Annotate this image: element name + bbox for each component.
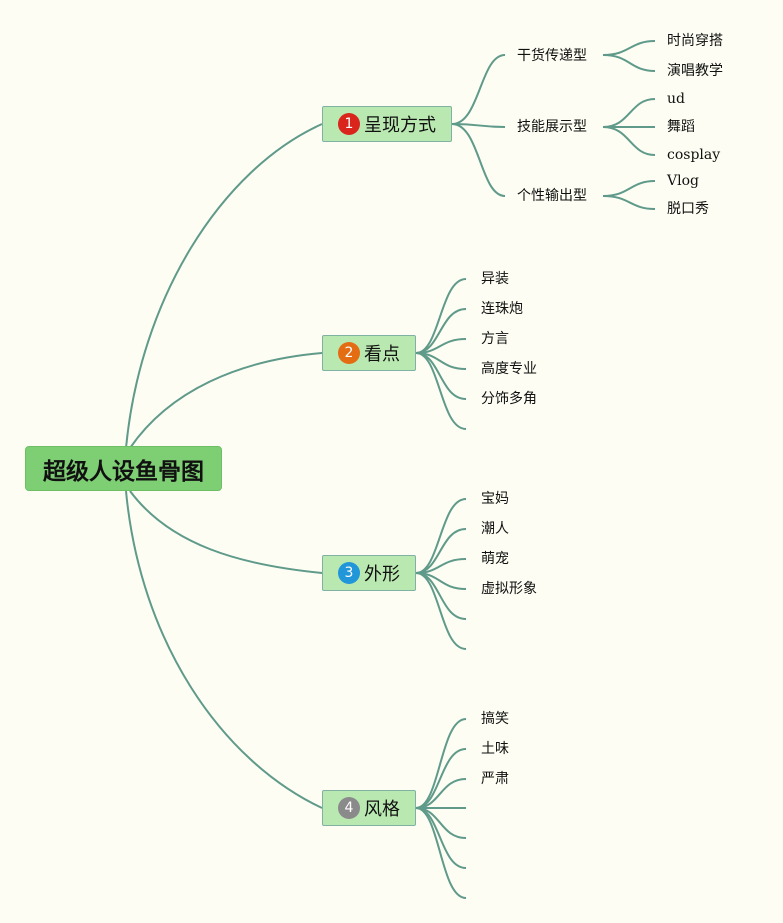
branch-3-leaf-1-line bbox=[415, 498, 467, 574]
leaf-rustic[interactable]: 土味 bbox=[481, 741, 509, 757]
leaf-singing[interactable]: 演唱教学 bbox=[667, 63, 723, 79]
leaf-dance[interactable]: 舞蹈 bbox=[667, 119, 695, 135]
sub-1-leaf-2-line bbox=[602, 54, 656, 72]
branch-label: 风格 bbox=[364, 799, 400, 820]
sub-2-leaf-3-line bbox=[602, 126, 656, 156]
leaf-fashion[interactable]: 时尚穿搭 bbox=[667, 33, 723, 49]
root-to-branch-1-line bbox=[125, 123, 323, 449]
leaf-mom[interactable]: 宝妈 bbox=[481, 491, 509, 507]
sub-3-leaf-2-line bbox=[602, 195, 656, 210]
branch-1-to-sub-3-line bbox=[451, 123, 506, 197]
branch-appearance[interactable]: 3 外形 bbox=[322, 555, 416, 591]
sub-2-leaf-1-line bbox=[602, 98, 656, 128]
root-to-branch-3-line bbox=[129, 490, 323, 574]
sub-topic-dry-goods[interactable]: 干货传递型 bbox=[517, 48, 587, 64]
branch-3-leaf-6-line bbox=[415, 572, 467, 650]
number-1-icon: 1 bbox=[338, 113, 360, 135]
leaf-dialect[interactable]: 方言 bbox=[481, 331, 509, 347]
branch-1-to-sub-2-line bbox=[451, 123, 506, 128]
branch-4-leaf-7-line bbox=[415, 807, 467, 899]
branch-1-to-sub-1-line bbox=[451, 54, 506, 125]
sub-3-leaf-1-line bbox=[602, 180, 656, 197]
branch-2-leaf-1-line bbox=[415, 278, 467, 354]
branch-style[interactable]: 4 风格 bbox=[322, 790, 416, 826]
leaf-professional[interactable]: 高度专业 bbox=[481, 361, 537, 377]
root-to-branch-2-line bbox=[129, 352, 323, 449]
branch-label: 呈现方式 bbox=[364, 115, 436, 136]
root-to-branch-4-line bbox=[125, 490, 323, 809]
leaf-rapid-talk[interactable]: 连珠炮 bbox=[481, 301, 523, 317]
leaf-crossdress[interactable]: 异装 bbox=[481, 271, 509, 287]
sub-1-leaf-1-line bbox=[602, 40, 656, 56]
leaf-talk-show[interactable]: 脱口秀 bbox=[667, 201, 709, 217]
leaf-vlog[interactable]: Vlog bbox=[667, 173, 699, 189]
branch-4-leaf-1-line bbox=[415, 718, 467, 809]
sub-topic-personality[interactable]: 个性输出型 bbox=[517, 188, 587, 204]
number-4-icon: 4 bbox=[338, 797, 360, 819]
branch-2-leaf-6-line bbox=[415, 352, 467, 430]
number-3-icon: 3 bbox=[338, 562, 360, 584]
leaf-ud[interactable]: ud bbox=[667, 91, 685, 107]
branch-label: 外形 bbox=[364, 564, 400, 585]
sub-topic-skill-show[interactable]: 技能展示型 bbox=[517, 119, 587, 135]
leaf-cute-pet[interactable]: 萌宠 bbox=[481, 551, 509, 567]
leaf-cosplay[interactable]: cosplay bbox=[667, 147, 721, 163]
branch-presentation[interactable]: 1 呈现方式 bbox=[322, 106, 452, 142]
leaf-trendy[interactable]: 潮人 bbox=[481, 521, 509, 537]
branch-4-leaf-2-line bbox=[415, 748, 467, 809]
root-topic[interactable]: 超级人设鱼骨图 bbox=[25, 446, 222, 491]
leaf-funny[interactable]: 搞笑 bbox=[481, 711, 509, 727]
branch-highlights[interactable]: 2 看点 bbox=[322, 335, 416, 371]
number-2-icon: 2 bbox=[338, 342, 360, 364]
leaf-serious[interactable]: 严肃 bbox=[481, 771, 509, 787]
leaf-virtual[interactable]: 虚拟形象 bbox=[481, 581, 537, 597]
branch-label: 看点 bbox=[364, 344, 400, 365]
leaf-multi-role[interactable]: 分饰多角 bbox=[481, 391, 537, 407]
